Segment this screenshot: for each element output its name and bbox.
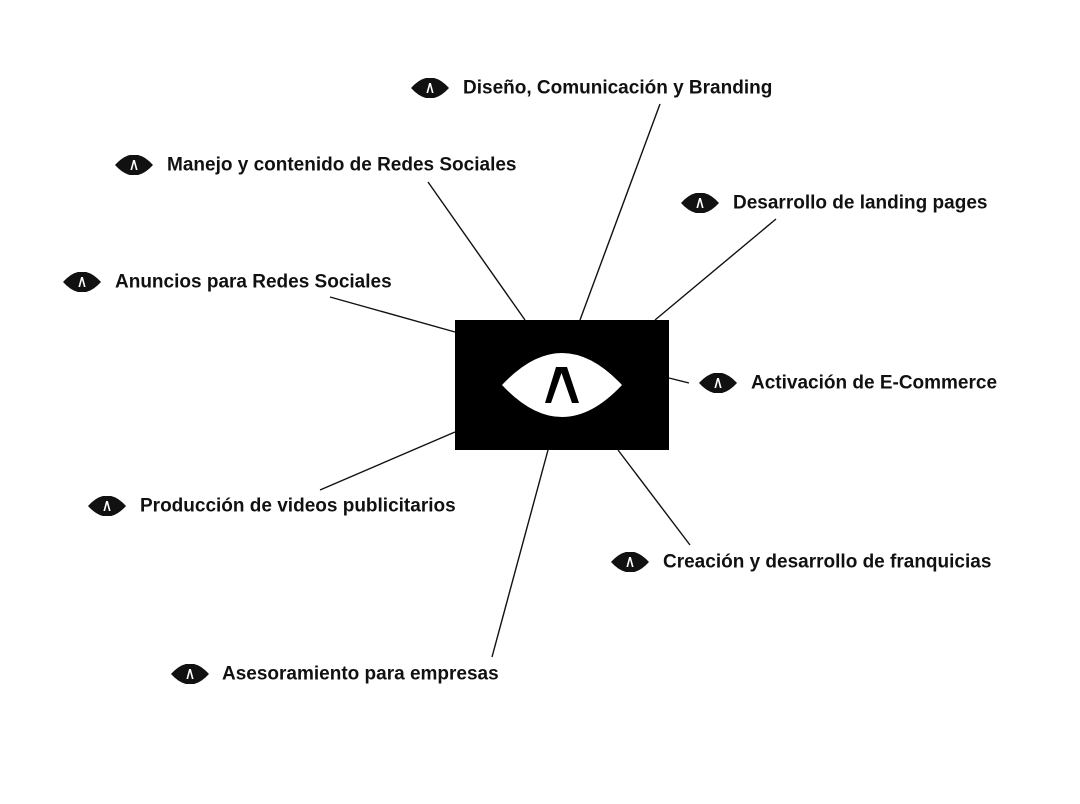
service-item-franchises: Creación y desarrollo de franquicias (611, 552, 991, 573)
connector-line (491, 449, 549, 658)
service-item-branding: Diseño, Comunicación y Branding (411, 78, 772, 99)
service-label: Anuncios para Redes Sociales (115, 272, 392, 293)
connector-line (668, 377, 690, 384)
service-label: Diseño, Comunicación y Branding (463, 78, 772, 99)
eye-icon (681, 193, 719, 213)
service-item-social-content: Manejo y contenido de Redes Sociales (115, 155, 517, 176)
connector-line (579, 103, 661, 321)
eye-icon (115, 155, 153, 175)
eye-icon (88, 496, 126, 516)
eye-logo-icon (502, 353, 622, 417)
service-label: Asesoramiento para empresas (222, 664, 499, 685)
eye-icon (411, 78, 449, 98)
service-item-ecommerce: Activación de E-Commerce (699, 373, 997, 394)
eye-icon (611, 552, 649, 572)
service-item-consulting: Asesoramiento para empresas (171, 664, 499, 685)
service-label: Activación de E-Commerce (751, 373, 997, 394)
eye-icon (63, 272, 101, 292)
service-label: Creación y desarrollo de franquicias (663, 552, 991, 573)
connector-line (654, 218, 777, 321)
connector-line (319, 431, 456, 491)
service-item-landing-pages: Desarrollo de landing pages (681, 193, 987, 214)
service-label: Desarrollo de landing pages (733, 193, 987, 214)
eye-icon (699, 373, 737, 393)
service-item-social-ads: Anuncios para Redes Sociales (63, 272, 392, 293)
connector-line (617, 449, 691, 546)
eye-icon (171, 664, 209, 684)
service-label: Producción de videos publicitarios (140, 496, 456, 517)
connector-line (427, 181, 526, 321)
connector-line (329, 296, 456, 333)
center-logo-box (455, 320, 669, 450)
connector-lines (319, 103, 777, 658)
service-item-video-production: Producción de videos publicitarios (88, 496, 456, 517)
service-label: Manejo y contenido de Redes Sociales (167, 155, 517, 176)
